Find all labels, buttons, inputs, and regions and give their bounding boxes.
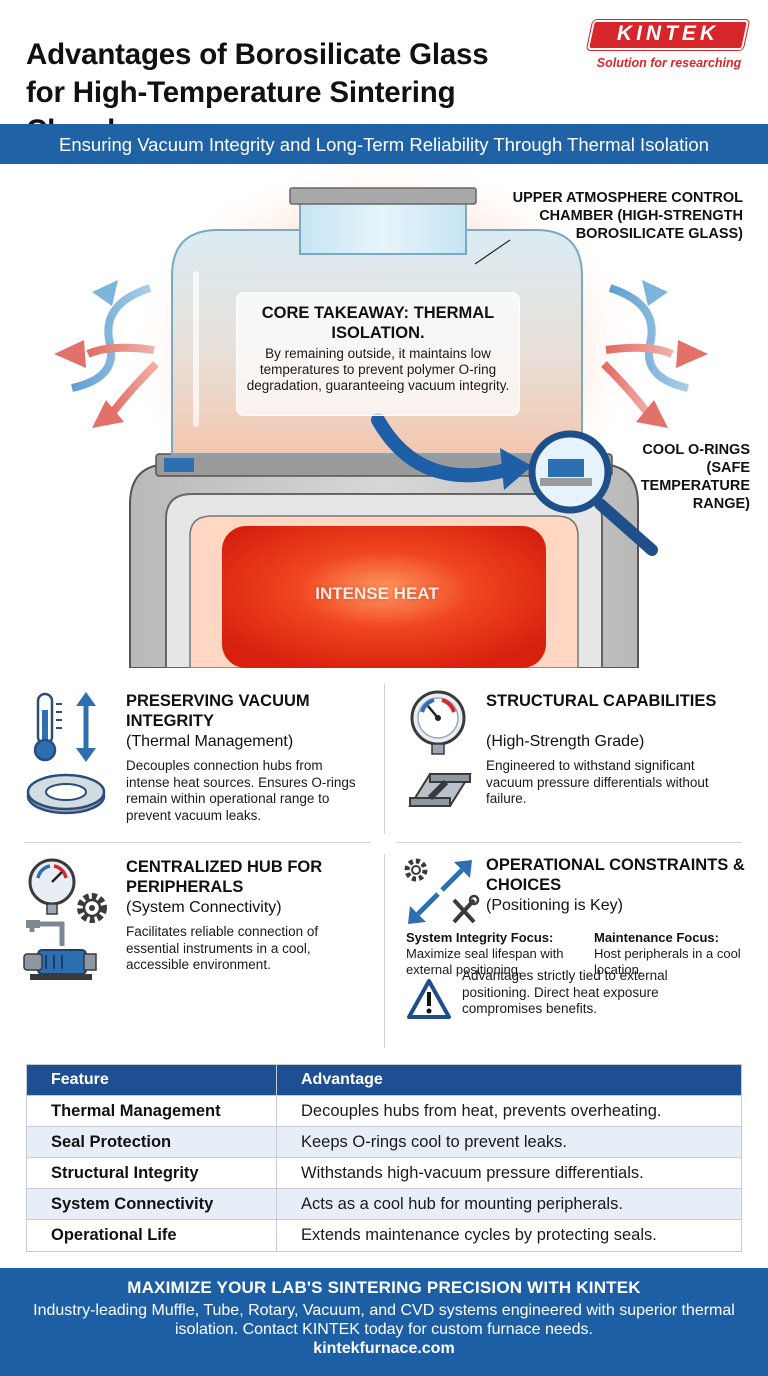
header: Advantages of Borosilicate Glass for Hig… — [0, 0, 768, 147]
column-heading-integrity: System Integrity Focus: — [406, 930, 554, 945]
pressure-gauge-icon — [410, 690, 466, 755]
column-heading-maintenance: Maintenance Focus: — [594, 930, 719, 945]
column-body-maintenance: Host peripherals in a cool location. — [594, 946, 741, 977]
feature-subtitle: (Positioning is Key) — [486, 897, 623, 914]
chamber-diagram — [54, 164, 708, 668]
feature-vacuum-integrity: PRESERVING VACUUM INTEGRITY (Thermal Man… — [0, 668, 384, 842]
features-grid: PRESERVING VACUUM INTEGRITY (Thermal Man… — [0, 668, 768, 1056]
feature-subtitle: (Thermal Management) — [126, 733, 294, 750]
table-cell-feature: Seal Protection — [51, 1133, 172, 1151]
intense-heat-label: INTENSE HEAT — [315, 584, 439, 603]
o-ring-icon — [26, 773, 106, 815]
thermometer-icon — [33, 692, 62, 762]
subtitle: Ensuring Vacuum Integrity and Long-Term … — [59, 134, 709, 155]
feature-subtitle: (System Connectivity) — [126, 899, 282, 916]
cool-o-rings-label: COOL O-RINGS (SAFE TEMPERATURE RANGE) — [640, 442, 750, 512]
feature-body: Decouples connection hubs from intense h… — [126, 758, 356, 823]
advantages-table: Feature Advantage Thermal Management Dec… — [26, 1064, 742, 1252]
header-feature: Feature — [51, 1071, 109, 1088]
steel-beam-icon — [408, 773, 472, 807]
footer-cta: MAXIMIZE YOUR LAB'S SINTERING PRECISION … — [0, 1268, 768, 1376]
table-column-divider — [276, 1065, 277, 1251]
logo-text: KINTEK — [616, 22, 720, 45]
table-cell-advantage: Decouples hubs from heat, prevents overh… — [301, 1102, 662, 1120]
gear-icon — [77, 893, 107, 923]
magnifier-icon — [528, 430, 658, 556]
feature-icons-constraints — [404, 858, 480, 924]
feature-title: STRUCTURAL CAPABILITIES — [486, 692, 717, 710]
table-cell-advantage: Acts as a cool hub for mounting peripher… — [301, 1195, 623, 1213]
feature-title: OPERATIONAL CONSTRAINTS & CHOICES — [486, 856, 745, 894]
feature-icons-structural — [408, 690, 472, 807]
chamber-leader-line — [474, 239, 511, 265]
feature-body: Facilitates reliable connection of essen… — [126, 924, 319, 972]
table-cell-advantage: Keeps O-rings cool to prevent leaks. — [301, 1133, 567, 1151]
vertical-divider-top — [384, 684, 385, 834]
callout-arrow — [371, 413, 517, 483]
kintek-logo[interactable]: KINTEK Solution for researching — [584, 20, 754, 74]
tools-icon — [452, 894, 480, 924]
table-row: System Connectivity Acts as a cool hub f… — [27, 1188, 741, 1219]
subtitle-bar: Ensuring Vacuum Integrity and Long-Term … — [0, 124, 768, 164]
feature-icons-vacuum-integrity — [26, 692, 106, 815]
feature-operational-constraints: OPERATIONAL CONSTRAINTS & CHOICES (Posit… — [384, 842, 768, 1056]
table-row: Structural Integrity Withstands high-vac… — [27, 1157, 741, 1188]
hero-illustration: UPPER ATMOSPHERE CONTROL CHAMBER (HIGH-S… — [0, 164, 768, 668]
feature-title: CENTRALIZED HUB FOR PERIPHERALS — [126, 858, 323, 896]
table-row: Operational Life Extends maintenance cyc… — [27, 1219, 741, 1250]
takeaway-title: CORE TAKEAWAY: THERMAL ISOLATION. — [261, 304, 495, 342]
gear-icon — [404, 858, 428, 882]
callout-arrow-head — [500, 448, 532, 490]
logo-tagline: Solution for researching — [596, 56, 742, 70]
furnace-body — [129, 463, 639, 668]
footer-url-link[interactable]: kintekfurnace.com — [313, 1340, 455, 1357]
header-advantage: Advantage — [301, 1071, 383, 1088]
takeaway-body: By remaining outside, it maintains low t… — [246, 346, 510, 393]
core-takeaway-box: CORE TAKEAWAY: THERMAL ISOLATION. By rem… — [236, 292, 520, 416]
o-ring-left — [164, 458, 194, 472]
vacuum-pump-icon — [23, 920, 97, 980]
heating-zone — [222, 526, 546, 668]
table-cell-feature: Thermal Management — [51, 1102, 221, 1120]
chamber-label: UPPER ATMOSPHERE CONTROL CHAMBER (HIGH-S… — [512, 190, 743, 242]
table-cell-advantage: Withstands high-vacuum pressure differen… — [301, 1164, 644, 1182]
table-row: Seal Protection Keeps O-rings cool to pr… — [27, 1126, 741, 1157]
double-arrow-icon — [76, 692, 96, 762]
column-body-integrity: Maximize seal lifespan with external pos… — [406, 946, 564, 977]
table-cell-advantage: Extends maintenance cycles by protecting… — [301, 1226, 657, 1244]
page-title: Advantages of Borosilicate Glass for Hig… — [26, 36, 586, 150]
table-cell-feature: Operational Life — [51, 1226, 177, 1244]
table-cell-feature: Structural Integrity — [51, 1164, 199, 1182]
table-row: Thermal Management Decouples hubs from h… — [27, 1095, 741, 1126]
footer-body: Industry-leading Muffle, Tube, Rotary, V… — [33, 1302, 735, 1338]
footer-title: MAXIMIZE YOUR LAB'S SINTERING PRECISION … — [127, 1278, 641, 1297]
title-line-1: Advantages of Borosilicate Glass — [26, 38, 489, 71]
table-cell-feature: System Connectivity — [51, 1195, 214, 1213]
diagonal-arrows-icon — [408, 860, 472, 924]
pressure-gauge-icon — [28, 858, 76, 915]
warning-icon — [407, 979, 451, 1019]
warning-text: Advantages strictly tied to external pos… — [462, 968, 668, 1016]
feature-icons-hub — [23, 858, 107, 980]
horizontal-divider-right — [396, 842, 742, 843]
heat-dissipation-arrows-right — [601, 280, 708, 428]
table-header: Feature Advantage — [27, 1065, 741, 1095]
feature-body: Engineered to withstand significant vacu… — [486, 758, 709, 806]
horizontal-divider-left — [24, 842, 370, 843]
heat-dissipation-arrows-left — [54, 280, 159, 428]
feature-centralized-hub: CENTRALIZED HUB FOR PERIPHERALS (System … — [0, 842, 384, 1056]
feature-subtitle: (High-Strength Grade) — [486, 733, 645, 750]
feature-structural-capabilities: STRUCTURAL CAPABILITIES (High-Strength G… — [384, 668, 768, 842]
vertical-divider-bottom — [384, 854, 385, 1048]
feature-title: PRESERVING VACUUM INTEGRITY — [126, 692, 310, 730]
